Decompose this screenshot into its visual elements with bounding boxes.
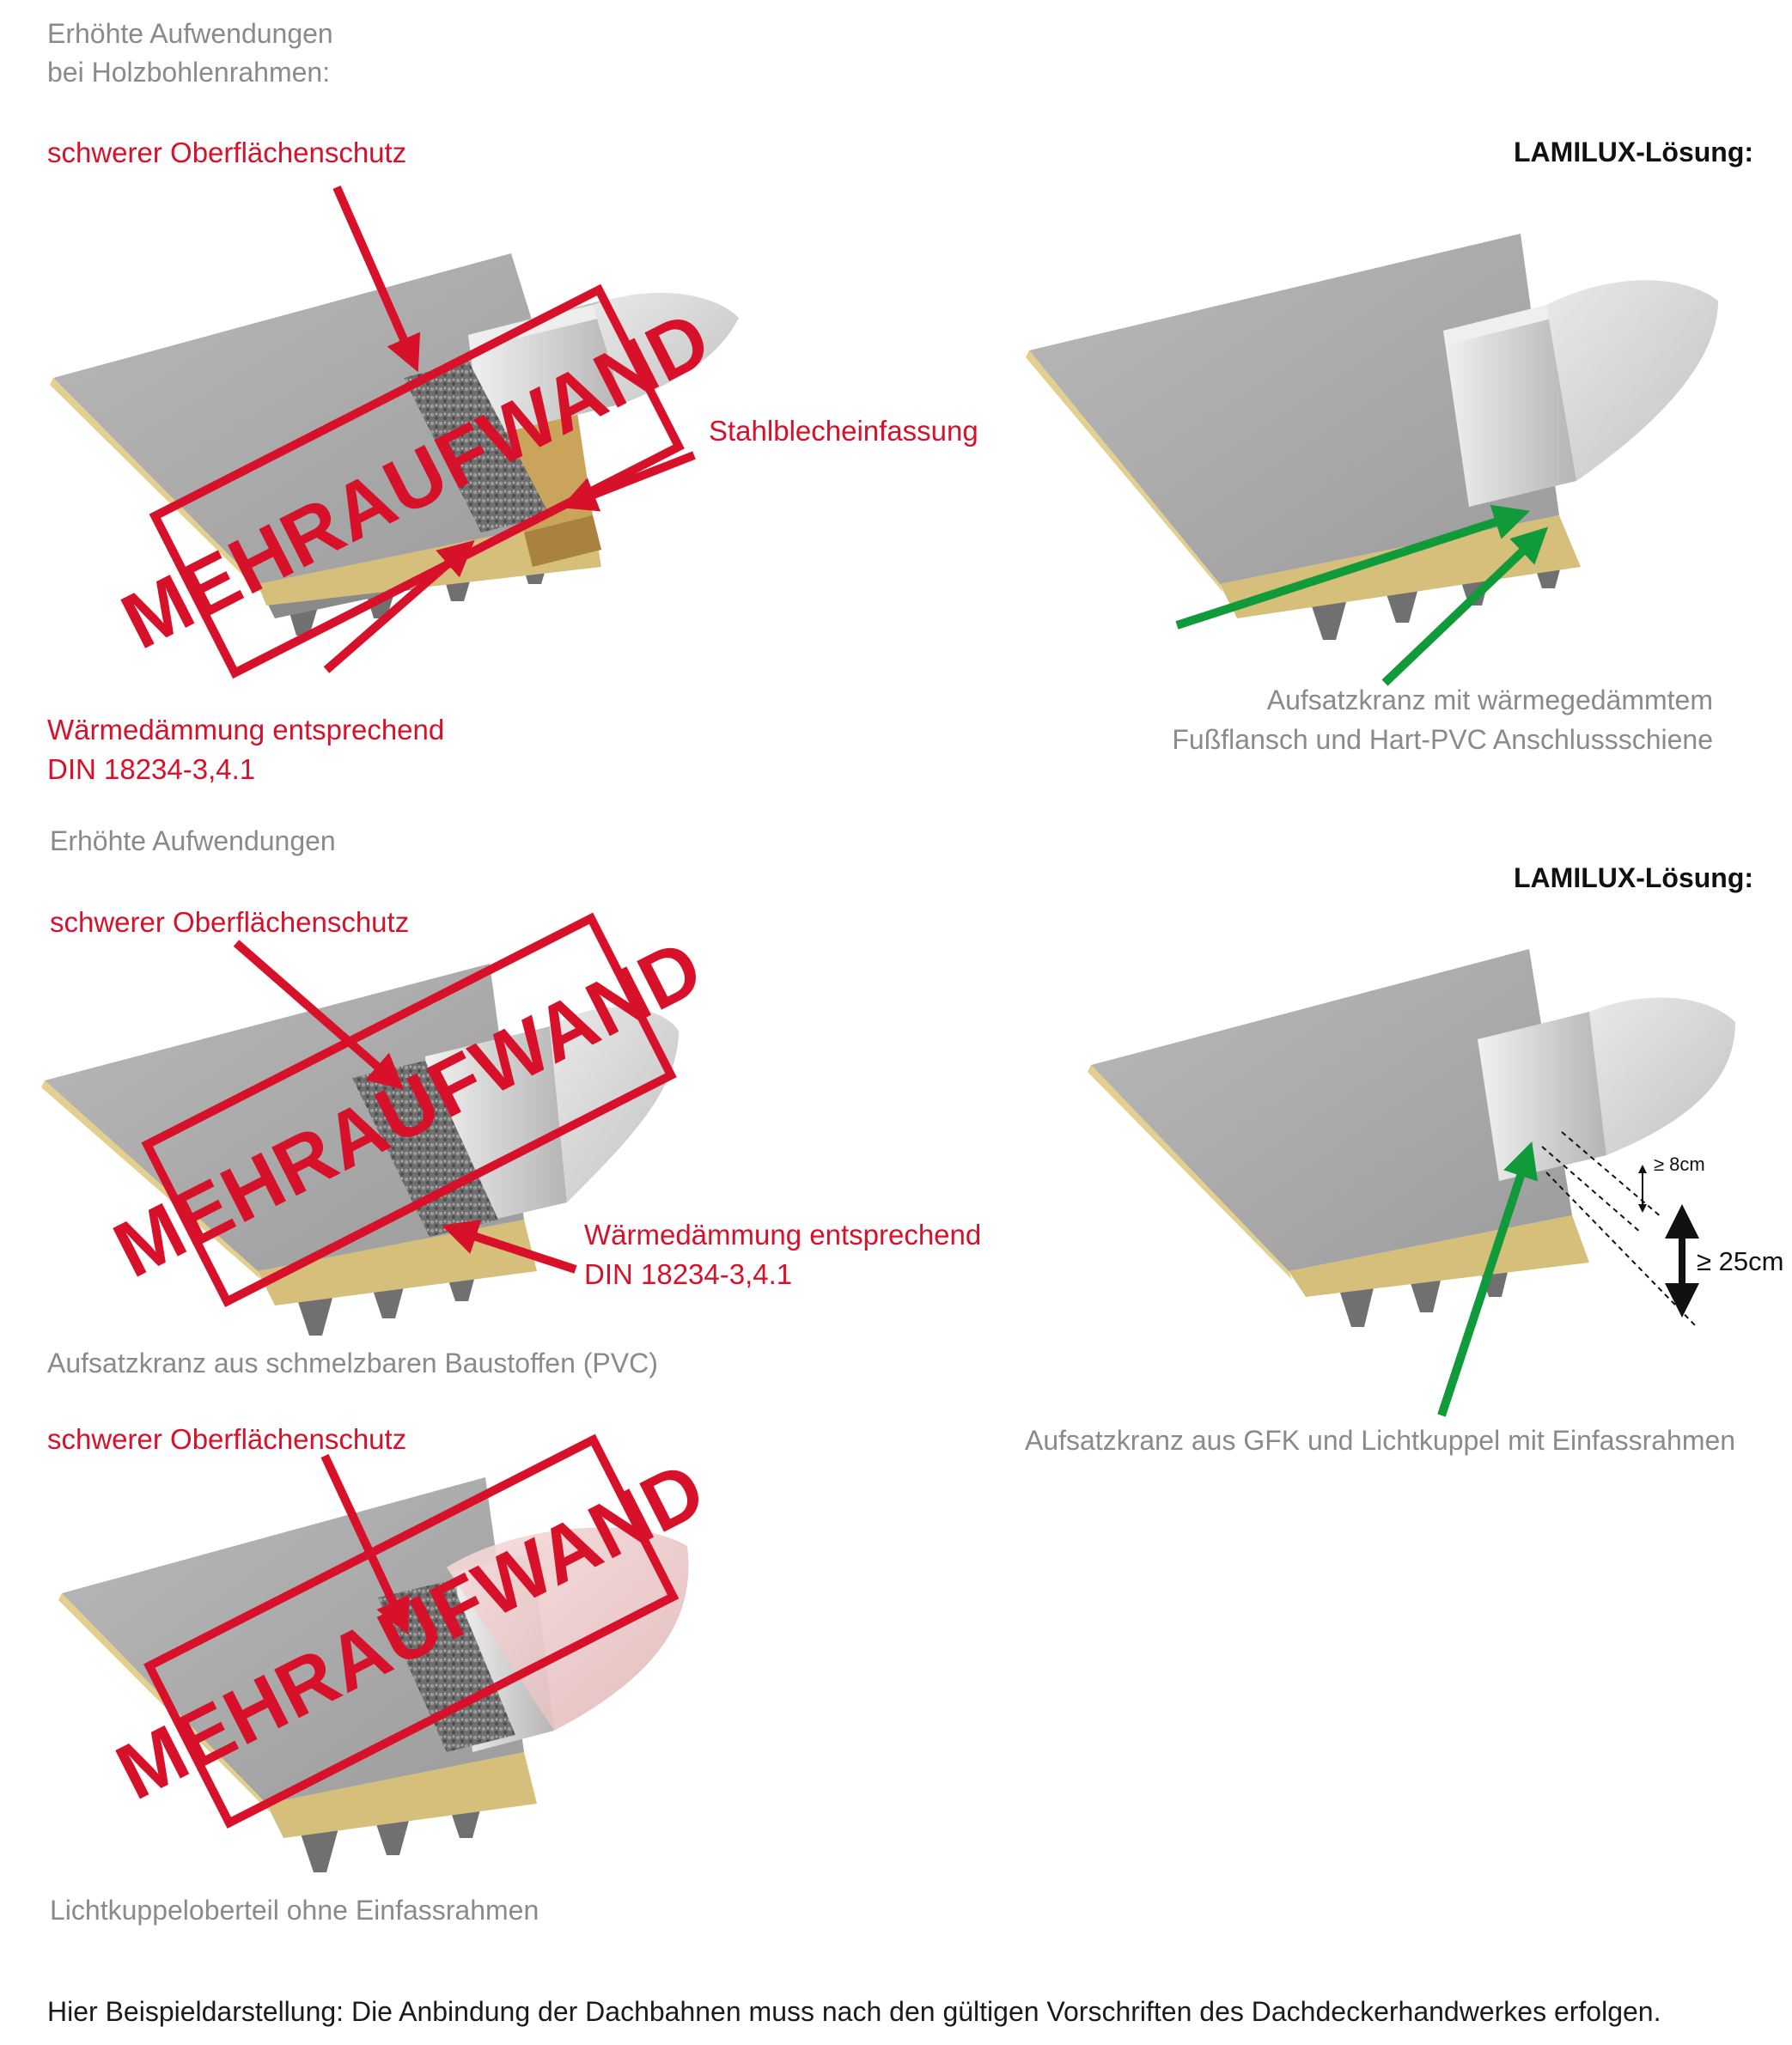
arrow-green-2 [1381, 526, 1549, 686]
section1-heading-line2: bei Holzbohlenrahmen: [47, 57, 331, 88]
roof-illustration-5 [58, 1477, 689, 1872]
section2-heading: Erhöhte Aufwendungen [50, 825, 336, 856]
section3-caption: Lichtkuppeloberteil ohne Einfassrahmen [50, 1895, 539, 1926]
roof-illustration-4 [1088, 949, 1735, 1327]
label-surface-protection-1: schwerer Oberflächenschutz [47, 137, 407, 168]
solution2-heading: LAMILUX-Lösung: [1514, 862, 1754, 893]
label-surface-protection-3: schwerer Oberflächenschutz [47, 1423, 407, 1455]
arrow-insulation-2 [442, 1219, 577, 1274]
label-steel-flashing: Stahlblecheinfassung [709, 415, 978, 447]
label-insulation-1-line1: Wärmedämmung entsprechend [47, 714, 445, 746]
arrow-green-1 [1175, 504, 1530, 630]
solution1-caption-line2: Fußflansch und Hart-PVC Anschlussschiene [1172, 724, 1713, 755]
arrow-green-3 [1437, 1141, 1539, 1417]
label-insulation-2-line1: Wärmedämmung entsprechend [584, 1219, 982, 1251]
footer-note: Hier Beispieldarstellung: Die Anbindung … [47, 1996, 1661, 2027]
solution1-caption-line1: Aufsatzkranz mit wärmegedämmtem [1266, 685, 1713, 715]
dimension-label-large: ≥ 25cm [1697, 1246, 1784, 1276]
roof-illustration-2 [1026, 234, 1718, 640]
solution1-heading: LAMILUX-Lösung: [1514, 137, 1754, 167]
label-insulation-1-line2: DIN 18234-3,4.1 [47, 753, 256, 785]
arrow-surface-2 [233, 940, 405, 1091]
arrow-surface-3 [320, 1453, 410, 1635]
section2-caption: Aufsatzkranz aus schmelzbaren Baustoffen… [47, 1348, 658, 1379]
dimension-label-small: ≥ 8cm [1654, 1153, 1705, 1175]
label-insulation-2-line2: DIN 18234-3,4.1 [584, 1258, 793, 1290]
label-surface-protection-2: schwerer Oberflächenschutz [50, 906, 410, 938]
section1-heading-line1: Erhöhte Aufwendungen [47, 18, 333, 49]
solution2-caption: Aufsatzkranz aus GFK und Lichtkuppel mit… [1025, 1425, 1736, 1456]
arrow-surface-1 [332, 185, 421, 373]
